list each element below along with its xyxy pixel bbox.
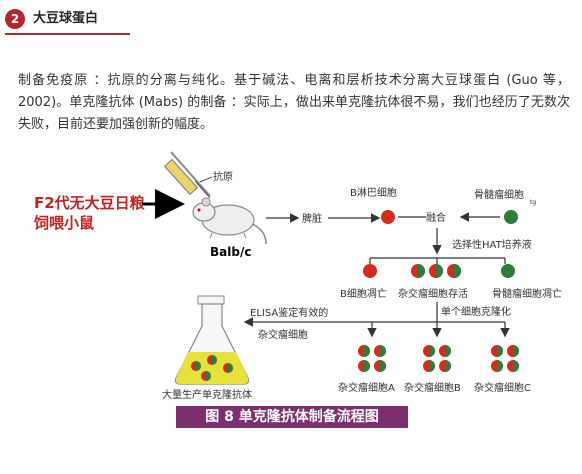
elisa-label-2: 杂交瘤细胞: [258, 328, 308, 341]
myeloma-dying: [501, 264, 515, 278]
figure-caption: 图 8 单克隆抗体制备流程图: [176, 406, 408, 428]
section-title: 大豆球蛋白: [33, 11, 99, 26]
clone-label: 单个细胞克隆化: [441, 305, 511, 318]
section-header: 2 大豆球蛋白: [5, 7, 145, 35]
myeloma-sup: tg: [530, 199, 536, 206]
hybrid-cluster-b: [423, 345, 451, 372]
hyb-c-label: 杂交瘤细胞C: [474, 381, 531, 394]
syringe-icon: [163, 151, 211, 199]
mouse-icon: [192, 197, 267, 245]
hybrid-cluster-c: [491, 345, 519, 372]
body-paragraph: 制备免疫原 ：抗原的分离与纯化。基于碱法、电离和层析技术分离大豆球蛋白 (Guo…: [18, 73, 570, 132]
myeloma-cell: [504, 210, 518, 224]
mouse-label: Balb/c: [210, 245, 251, 259]
hyb-b-label: 杂交瘤细胞B: [404, 381, 461, 394]
b-cell: [381, 210, 395, 224]
header-underline: [5, 33, 130, 35]
mass-production-label: 大量生产单克隆抗体: [162, 388, 252, 401]
b-die-label: B细胞凋亡: [340, 287, 387, 300]
spleen-label: 脾脏: [302, 212, 322, 225]
hyb-a-label: 杂交瘤细胞A: [338, 381, 395, 394]
antigen-pointer: [199, 176, 213, 183]
feed-label-2: 饲喂小鼠: [33, 214, 94, 232]
section-number-badge: 2: [5, 9, 25, 29]
selective-label: 选择性HAT培养液: [452, 238, 532, 251]
myeloma-die-label: 骨髓瘤细胞凋亡: [492, 287, 562, 300]
antigen-label: 抗原: [213, 170, 233, 183]
elisa-label-1: ELISA鉴定有效的: [250, 306, 328, 319]
myeloma-label: 骨髓瘤细胞: [474, 188, 524, 201]
b-cell-dying: [363, 264, 377, 278]
feed-label-1: F2代无大豆日粮: [34, 194, 146, 212]
hybrid-cluster-a: [358, 345, 386, 372]
b-cell-label: B淋巴细胞: [350, 186, 397, 199]
fusion-label: 融合: [426, 211, 446, 224]
flask-icon: [174, 295, 250, 385]
hybrid-live-label: 杂交瘤细胞存活: [398, 287, 468, 300]
hybrid-cells-survive: [411, 264, 461, 278]
